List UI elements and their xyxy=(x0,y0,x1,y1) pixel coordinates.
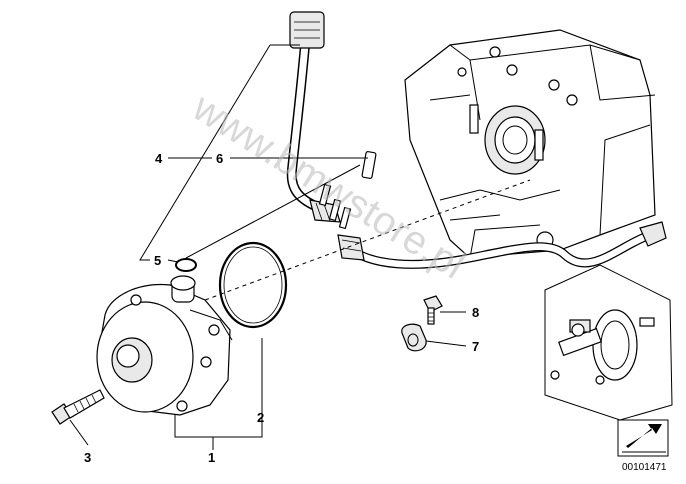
vacuum-hose xyxy=(341,221,667,269)
part-2-gasket xyxy=(218,241,288,329)
callout-4: 4 xyxy=(155,151,163,166)
callout-1: 1 xyxy=(208,450,215,465)
engine-block xyxy=(404,29,656,259)
breather-hose xyxy=(286,11,341,223)
diagram-code: 00101471 xyxy=(622,462,667,473)
callout-8: 8 xyxy=(472,305,479,320)
part-7-clip xyxy=(401,323,427,352)
arrow-symbol xyxy=(617,419,669,457)
part-6-sleeve xyxy=(361,151,377,179)
part-5-o-ring xyxy=(175,258,197,272)
callout-3: 3 xyxy=(84,450,91,465)
part-8-screw xyxy=(423,295,443,325)
callout-7: 7 xyxy=(472,339,479,354)
leader-lines xyxy=(69,44,531,450)
callout-6: 6 xyxy=(216,151,223,166)
part-3-bolt xyxy=(51,389,105,425)
callout-2: 2 xyxy=(257,410,264,425)
callout-5: 5 xyxy=(154,253,161,268)
part-1-vacuum-pump xyxy=(96,275,233,416)
hose-connectors xyxy=(318,183,365,261)
brake-booster-inset xyxy=(544,264,673,421)
